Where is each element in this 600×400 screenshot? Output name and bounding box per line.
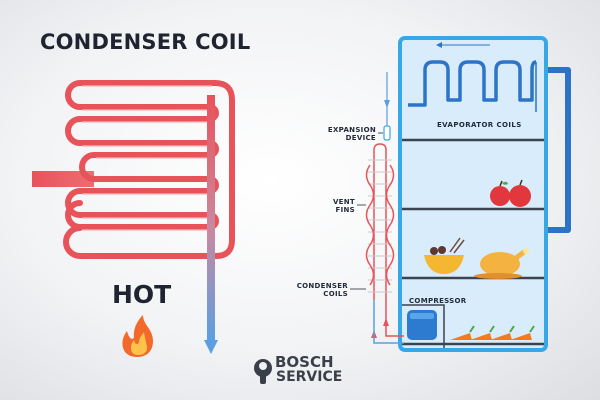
bosch-service-watermark: BOSCH SERVICE (254, 353, 354, 388)
outlet-arrow (204, 340, 218, 354)
compressor-compartment (402, 304, 445, 348)
fridge-handle (548, 67, 571, 233)
inlet-pipe (32, 171, 94, 187)
expansion-device (383, 125, 391, 141)
carrots-icon (450, 325, 535, 340)
condenser-coils-label: CONDENSER COILS (296, 282, 348, 298)
condenser-return-pipe (63, 80, 235, 259)
fridge-illustration (350, 36, 571, 352)
bowl-icon (424, 237, 465, 274)
vent-fins-label: VENT FINS (332, 198, 355, 214)
compressor-label: COMPRESSOR (409, 297, 467, 305)
evaporator-coil (408, 60, 537, 107)
condenser-coil-title: CONDENSER COIL (40, 30, 251, 54)
hot-label: HOT (112, 280, 172, 309)
apples-icon (490, 179, 531, 207)
roast-chicken-icon (474, 248, 529, 279)
outlet-drop-pipe (207, 95, 215, 340)
condenser-coil-illustration (32, 80, 235, 354)
brand-wrench-icon (254, 359, 272, 384)
condenser-serpentine (65, 80, 219, 230)
flame-icon (122, 315, 153, 357)
back-condenser-coil (373, 143, 387, 300)
watermark-line2: SERVICE (276, 369, 343, 385)
evaporator-coils-label: EVAPORATOR COILS (437, 121, 522, 129)
expansion-device-label: EXPANSION DEVICE (327, 126, 376, 142)
watermark-line1: BOSCH (275, 353, 334, 371)
condenser-highlight (82, 85, 212, 231)
